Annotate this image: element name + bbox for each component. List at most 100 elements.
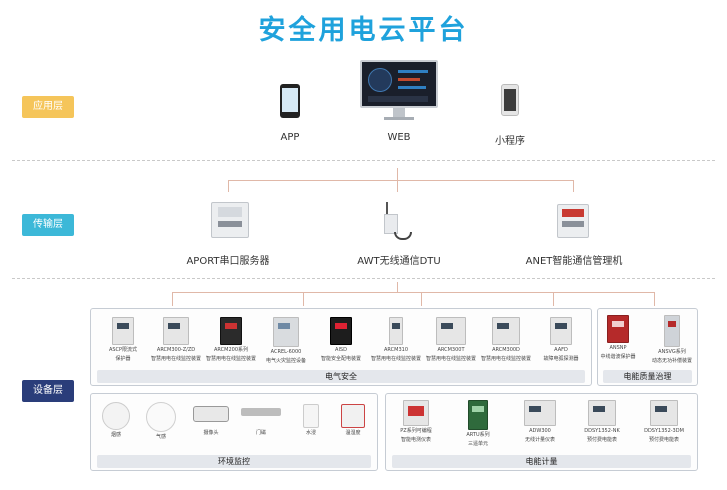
device-camera: 摄像头: [181, 406, 241, 437]
ddsy1352-3dm-meter-icon: [650, 400, 678, 426]
environment-panel: 烟感 气感 摄像头 门磁 水浸 温湿度 环境监控: [90, 393, 378, 471]
connector: [573, 180, 574, 192]
device-adw300: ADW300 无线计量仪表: [510, 400, 570, 443]
arcm310-device-icon: [389, 317, 403, 345]
device-ddsy1352-nk: DDSY1352-NK 预付费电能表: [572, 400, 632, 443]
device-name: ARTU系列: [466, 432, 490, 438]
aport-label: APORT串口服务器: [186, 256, 270, 267]
connector: [172, 292, 173, 306]
awt-label: AWT无线通信DTU: [357, 256, 441, 267]
device-desc: 预付费电能表: [648, 436, 679, 443]
device-name: ARCM200系列: [214, 347, 248, 353]
device-desc: 电气火灾监控设备: [265, 357, 306, 364]
layer-tag-device: 设备层: [22, 380, 74, 402]
arcm300-z-device-icon: [163, 317, 189, 345]
device-desc: 智慧用电在线监控装置: [425, 355, 476, 362]
device-desc: 智能安全配电装置: [320, 355, 361, 362]
device-aisd: AISD 智能安全配电装置: [311, 317, 371, 362]
device-desc: 故障电弧探测器: [543, 355, 579, 362]
awt-dtu-icon: [380, 202, 416, 242]
device-door: 门磁: [231, 408, 291, 437]
gas-detector-icon: [146, 402, 176, 432]
device-smoke: 烟感: [86, 402, 146, 439]
acrel-6000-device-icon: [273, 317, 299, 347]
device-desc: 智慧用电在线监控装置: [150, 355, 201, 362]
web-label: WEB: [387, 132, 411, 143]
page-title: 安全用电云平台: [258, 15, 469, 46]
layer-tag-app: 应用层: [22, 96, 74, 118]
connector: [397, 168, 398, 180]
device-desc: 智能电测仪表: [400, 436, 431, 443]
artu-unit-icon: [468, 400, 488, 430]
device-name: ARCM310: [384, 347, 408, 353]
device-name: ANSVG系列: [658, 349, 686, 355]
arcm300t-device-icon: [436, 317, 466, 345]
camera-icon: [193, 406, 229, 422]
ansnp-device-icon: [607, 315, 629, 343]
device-ddsy1352-3dm: DDSY1352-3DM 预付费电能表: [634, 400, 694, 443]
device-desc: 智慧用电在线监控装置: [370, 355, 421, 362]
device-desc: 动态无功补偿装置: [651, 357, 692, 364]
arcm200-device-icon: [220, 317, 242, 345]
layer-tag-transport: 传输层: [22, 214, 74, 236]
ddsy1352-nk-meter-icon: [588, 400, 616, 426]
device-name: ASCP限流式: [108, 347, 138, 353]
device-name: ACREL-6000: [270, 349, 302, 355]
device-name: 摄像头: [203, 430, 219, 436]
device-artu: ARTU系列 三遥单元: [448, 400, 508, 447]
connector: [228, 180, 573, 181]
power-quality-panel: ANSNP 中线谐波保护器 ANSVG系列 动态无功补偿装置 电能质量治理: [597, 308, 698, 386]
metering-panel: PZ系列可编程 智能电测仪表 ARTU系列 三遥单元 ADW300 无线计量仪表…: [385, 393, 698, 471]
connector: [397, 282, 398, 292]
device-arcm310: ARCM310 智慧用电在线监控装置: [366, 317, 426, 362]
environment-label: 环境监控: [97, 455, 371, 468]
temp-humidity-sensor-icon: [341, 404, 365, 428]
pz-meter-icon: [403, 400, 429, 426]
connector: [172, 292, 654, 293]
metering-label: 电能计量: [392, 455, 691, 468]
device-desc: 无线计量仪表: [524, 436, 555, 443]
device-name: ADW300: [529, 428, 551, 434]
aisd-device-icon: [330, 317, 352, 345]
aport-serial-server-icon: [211, 202, 249, 238]
device-name: ANSNP: [609, 345, 627, 351]
device-desc: 智慧用电在线监控装置: [205, 355, 256, 362]
device-name: ARCM300-Z/ZD: [156, 347, 196, 353]
device-temp-humidity: 温湿度: [323, 404, 383, 437]
connector: [654, 292, 655, 306]
app-label: APP: [280, 132, 300, 143]
device-desc: 预付费电能表: [586, 436, 617, 443]
device-name: 气感: [155, 434, 166, 440]
anet-gateway-icon: [557, 204, 589, 238]
device-name: 温湿度: [345, 430, 361, 436]
device-name: 门磁: [255, 430, 266, 436]
device-pz: PZ系列可编程 智能电测仪表: [386, 400, 446, 443]
connector: [421, 292, 422, 306]
device-name: AAFD: [554, 347, 568, 353]
electric-safety-label: 电气安全: [97, 370, 585, 383]
device-name: 水浸: [305, 430, 316, 436]
device-gas: 气感: [131, 402, 191, 441]
mini-program-label: 小程序: [495, 136, 525, 147]
device-acrel-6000: ACREL-6000 电气火灾监控设备: [256, 317, 316, 364]
device-ansnp: ANSNP 中线谐波保护器: [588, 315, 648, 360]
device-arcm300d: ARCM300D 智慧用电在线监控装置: [476, 317, 536, 362]
device-desc: 中线谐波保护器: [600, 353, 636, 360]
device-name: ARCM300D: [492, 347, 520, 353]
device-name: PZ系列可编程: [400, 428, 432, 434]
device-water: 水浸: [281, 404, 341, 437]
monitor-icon: [360, 60, 438, 126]
smoke-detector-icon: [102, 402, 130, 430]
device-arcm300-z: ARCM300-Z/ZD 智慧用电在线监控装置: [146, 317, 206, 362]
device-aafd: AAFD 故障电弧探测器: [531, 317, 591, 362]
anet-label: ANET智能通信管理机: [525, 256, 623, 267]
electric-safety-panel: ASCP限流式 保护器 ARCM300-Z/ZD 智慧用电在线监控装置 ARCM…: [90, 308, 592, 386]
separator-1: [12, 160, 715, 161]
separator-2: [12, 278, 715, 279]
device-ascp: ASCP限流式 保护器: [93, 317, 153, 362]
connector: [397, 180, 398, 192]
water-sensor-icon: [303, 404, 319, 428]
door-sensor-icon: [241, 408, 281, 416]
device-name: DDSY1352-NK: [584, 428, 620, 434]
power-quality-label: 电能质量治理: [603, 370, 692, 383]
